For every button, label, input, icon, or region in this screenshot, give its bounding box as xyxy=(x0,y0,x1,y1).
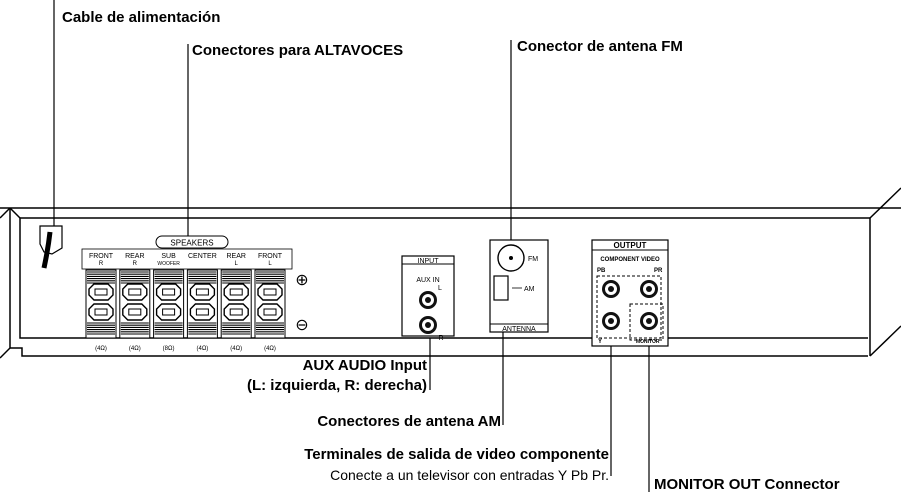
pr-label: PR xyxy=(654,268,663,274)
am-antenna-terminal xyxy=(493,275,509,301)
aux-input-block: INPUT AUX IN L R xyxy=(401,255,455,342)
output-block: OUTPUT COMPONENT VIDEO PB PR Y MONITOR xyxy=(591,239,669,347)
speaker-impedance-label: (4Ω) xyxy=(95,346,107,352)
y-label: Y xyxy=(598,339,602,345)
power-cable xyxy=(39,225,63,269)
am-label: AM xyxy=(524,286,535,293)
fm-antenna-callout: Conector de antena FM xyxy=(517,38,683,55)
speaker-impedance-label: (8Ω) xyxy=(163,346,175,352)
power-cable-callout: Cable de alimentación xyxy=(62,9,221,26)
y-jack xyxy=(602,312,620,330)
speaker-terminal-3: CENTER (4Ω) xyxy=(186,253,218,352)
aux-r-label: R xyxy=(438,335,443,342)
monitor-out-callout: MONITOR OUT Connector xyxy=(654,476,840,493)
speaker-channel-sublabel: R xyxy=(133,261,138,267)
component-video-label: COMPONENT VIDEO xyxy=(600,257,660,263)
speaker-impedance-label: (4Ω) xyxy=(264,346,276,352)
monitor-label: MONITOR xyxy=(636,339,660,345)
speaker-impedance-label: (4Ω) xyxy=(230,346,242,352)
speaker-channel-label: FRONT xyxy=(89,253,114,260)
monitor-jack xyxy=(640,312,658,330)
pb-jack xyxy=(602,280,620,298)
speaker-channel-label: REAR xyxy=(226,253,245,260)
leader-lines xyxy=(53,0,650,492)
speakers-label: SPEAKERS xyxy=(170,239,213,248)
speaker-channel-sublabel: L xyxy=(268,261,272,267)
aux-l-label: L xyxy=(438,285,442,292)
aux-r-jack xyxy=(419,316,437,334)
output-label: OUTPUT xyxy=(614,241,647,250)
speaker-channel-label: CENTER xyxy=(188,253,217,260)
speaker-channel-label: SUB xyxy=(161,253,176,260)
pr-jack xyxy=(640,280,658,298)
plus-terminal-symbol: ⊕ xyxy=(295,272,308,289)
fm-antenna-jack xyxy=(497,244,525,272)
speaker-channel-sublabel: R xyxy=(99,261,104,267)
speaker-impedance-label: (4Ω) xyxy=(129,346,141,352)
fm-label: FM xyxy=(528,256,538,263)
aux-l-jack xyxy=(419,291,437,309)
am-antenna-callout: Conectores de antena AM xyxy=(317,413,501,430)
speaker-channel-sublabel: L xyxy=(235,261,239,267)
antenna-block: ANTENNA FM AM xyxy=(489,239,549,333)
aux-in-label: AUX IN xyxy=(416,277,439,284)
pb-label: PB xyxy=(597,268,606,274)
speaker-channel-sublabel: WOOFER xyxy=(157,261,180,267)
input-label: INPUT xyxy=(418,258,440,265)
aux-audio-callout-line2: (L: izquierda, R: derecha) xyxy=(246,377,427,394)
aux-audio-callout-line1: AUX AUDIO Input xyxy=(302,357,427,374)
speaker-channel-label: FRONT xyxy=(258,253,283,260)
antenna-label: ANTENNA xyxy=(502,326,536,333)
speaker-channel-label: REAR xyxy=(125,253,144,260)
component-video-callout-desc: Conecte a un televisor con entradas Y Pb… xyxy=(330,467,609,483)
minus-terminal-symbol: ⊖ xyxy=(295,317,308,334)
speaker-impedance-label: (4Ω) xyxy=(196,346,208,352)
chassis xyxy=(0,187,901,359)
component-video-callout-title: Terminales de salida de video componente xyxy=(304,446,609,463)
speaker-connectors-callout: Conectores para ALTAVOCES xyxy=(192,42,404,59)
speakers-block: SPEAKERS FRONTR(4Ω)REARR(4Ω)SUBWOOFER(8Ω… xyxy=(81,235,309,352)
